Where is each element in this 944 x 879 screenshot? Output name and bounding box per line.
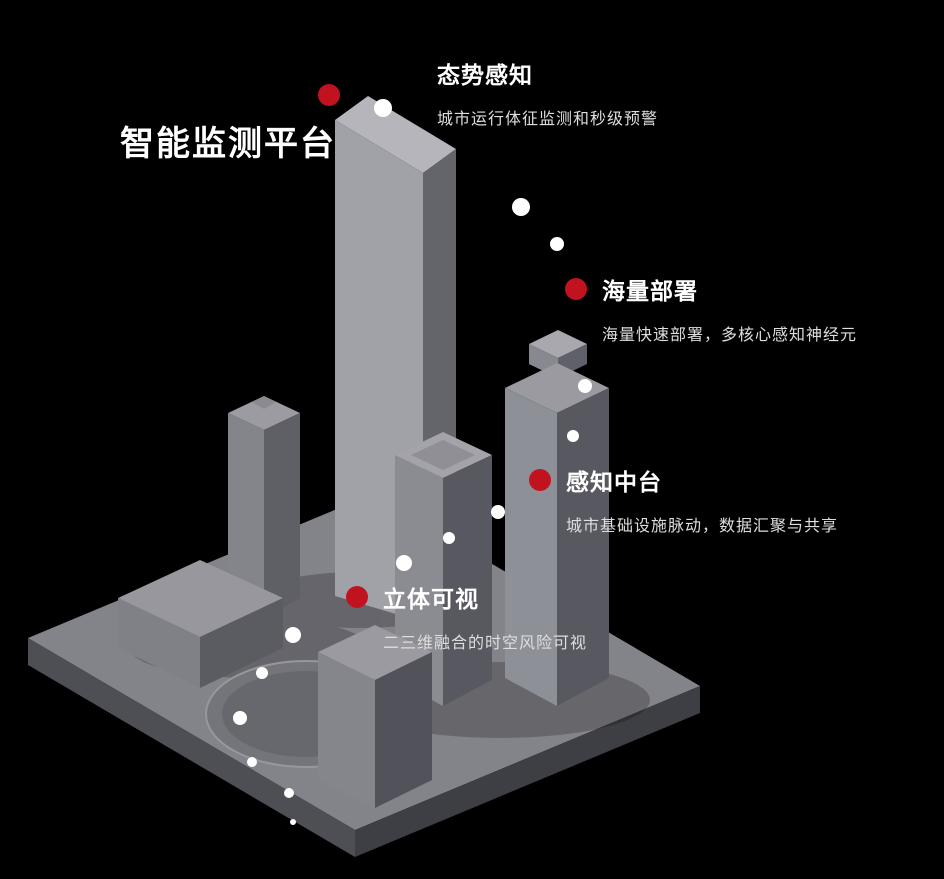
feature-situational-awareness: 态势感知 城市运行体征监测和秒级预警 — [437, 56, 658, 129]
feature-stereo-visualization: 立体可视 二三维融合的时空风险可视 — [346, 580, 587, 653]
feature-perception-platform: 感知中台 城市基础设施脉动，数据汇聚与共享 — [529, 463, 838, 536]
page-title: 智能监测平台 — [120, 125, 336, 163]
feature-description: 海量快速部署，多核心感知神经元 — [602, 327, 858, 344]
feature-label: 感知中台 — [566, 469, 662, 495]
feature-mass-deployment: 海量部署 海量快速部署，多核心感知神经元 — [565, 272, 857, 345]
dotted-trail — [233, 99, 592, 825]
feature-description: 城市基础设施脉动，数据汇聚与共享 — [566, 518, 839, 535]
building-front — [318, 625, 432, 808]
feature-marker-dot — [346, 586, 368, 608]
building-middle — [395, 432, 492, 706]
feature-label: 立体可视 — [383, 586, 479, 612]
feature-marker-dot — [565, 278, 587, 300]
feature-label: 态势感知 — [437, 62, 533, 88]
feature-label: 海量部署 — [602, 278, 698, 304]
tower-right — [505, 330, 609, 706]
feature-description: 二三维融合的时空风险可视 — [383, 635, 588, 652]
feature-marker-dot — [529, 469, 551, 491]
feature-description: 城市运行体征监测和秒级预警 — [437, 111, 659, 128]
tower-left — [228, 396, 300, 618]
building-low-left — [118, 560, 283, 688]
title-marker-dot — [318, 84, 340, 106]
